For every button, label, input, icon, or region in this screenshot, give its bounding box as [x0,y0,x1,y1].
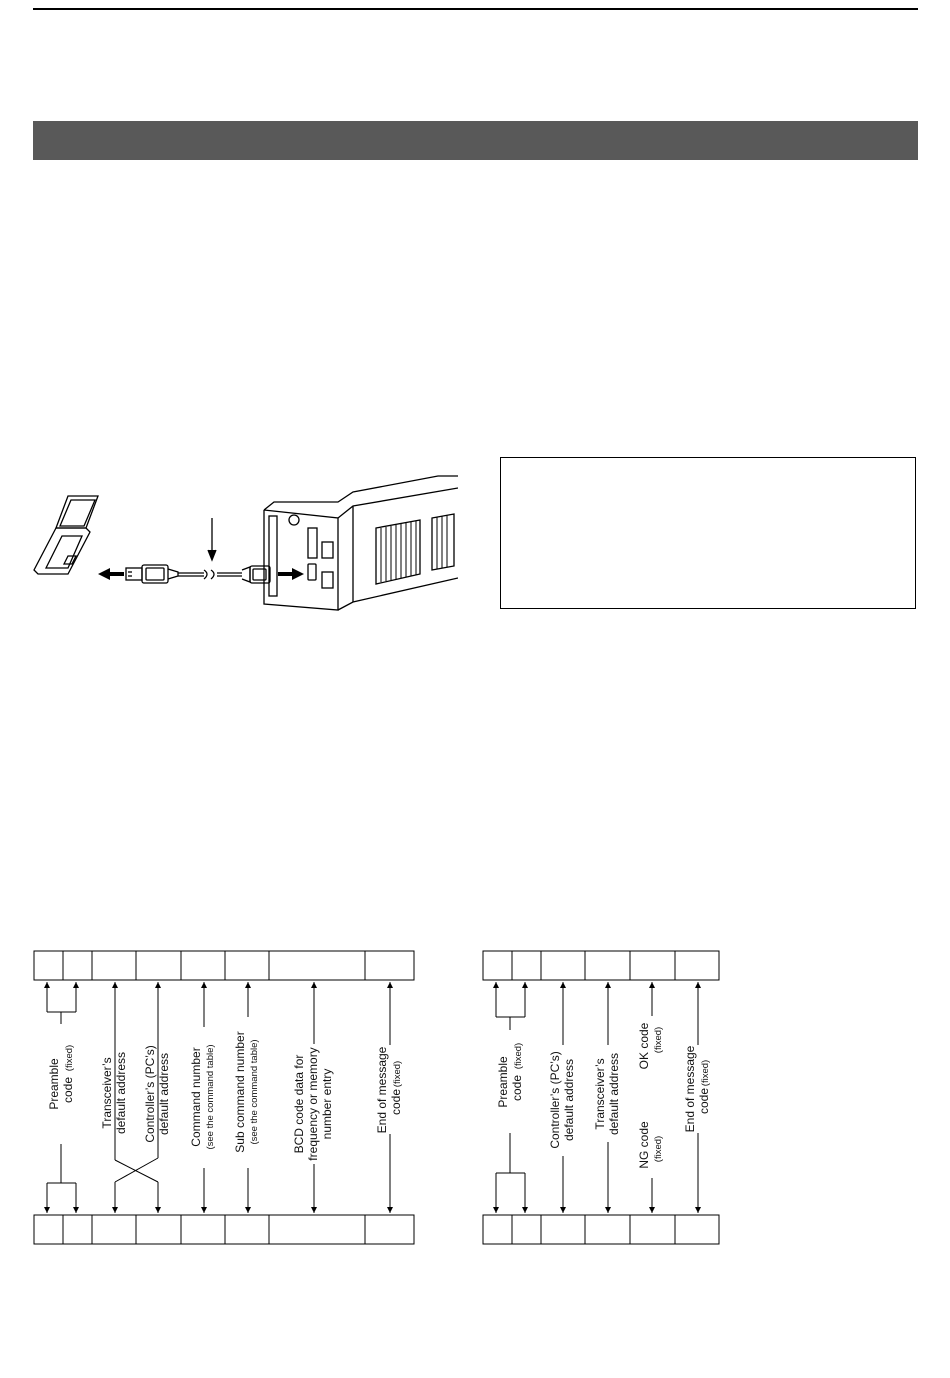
reply-end-of-message-line2: code [697,1088,711,1114]
usb-a-connector-icon [125,564,179,584]
preamble-label-line1: Preamble [47,1058,61,1110]
ng-code-line2: (fixed) [653,1136,664,1162]
controller-address-line1: Controller’s (PC’s) [143,1045,157,1142]
ok-code-line2: (fixed) [653,1027,664,1053]
controller-address-label: Controller’s (PC’s) default address [143,1045,171,1142]
transceiver-address-line2: default address [114,1052,128,1134]
end-of-message-line2: code [389,1089,403,1115]
reply-end-of-message-note: (fixed) [700,1060,711,1086]
end-of-message-line1: End of message [375,1046,389,1133]
reply-frame-bottom [482,1214,720,1245]
end-of-message-label: End of message code (fixed) [375,1046,403,1133]
command-number-line2: (see the command table) [205,1044,216,1149]
command-frame-top [33,950,415,981]
reply-end-of-message-label: End of message code (fixed) [683,1045,711,1132]
command-number-label: Command number (see the command table) [189,1044,216,1149]
bcd-data-line2: frequency or memory [306,1047,320,1160]
usb-cable [178,518,242,580]
top-rule [33,8,918,10]
pc-connection-illustration [33,475,458,611]
reply-transceiver-address-line2: default address [607,1053,621,1135]
reply-preamble-line2: code [510,1075,524,1101]
end-of-message-note: (fixed) [392,1061,403,1087]
controller-to-transceiver-format [33,950,415,1245]
bcd-data-label: BCD code data for frequency or memory nu… [292,1047,334,1160]
reply-controller-address-line1: Controller’s (PC’s) [548,1051,562,1148]
reply-preamble-line1: Preamble [496,1056,510,1108]
laptop-icon [33,495,99,575]
reply-frame-top [482,950,720,981]
preamble-label: Preamble code (fixed) [47,1045,75,1110]
transceiver-to-controller-format [482,950,720,1245]
command-number-line1: Command number [189,1047,203,1146]
transceiver-address-label: Transceiver’s default address [100,1052,128,1134]
reply-preamble-note: (fixed) [513,1043,524,1069]
note-box [500,457,916,609]
sub-command-number-line2: (see the command table) [249,1039,260,1144]
section-header-bar [33,121,918,160]
command-frame-bottom [33,1214,415,1245]
bcd-data-line1: BCD code data for [292,1055,306,1154]
ng-code-line1: NG code [637,1121,651,1169]
sub-command-number-line1: Sub command number [233,1031,247,1152]
bcd-data-line3: number entry [320,1069,334,1140]
preamble-label-line2: code [61,1077,75,1103]
reply-transceiver-address-line1: Transceiver’s [593,1058,607,1129]
ok-code-line1: OK code [637,1022,651,1069]
transceiver-icon [263,475,458,611]
transceiver-address-line1: Transceiver’s [100,1057,114,1128]
controller-address-line2: default address [157,1053,171,1135]
reply-transceiver-address-label: Transceiver’s default address [593,1053,621,1135]
ok-code-label: OK code (fixed) [637,1022,664,1069]
reply-preamble-label: Preamble code (fixed) [496,1043,524,1108]
usb-mini-connector-icon [241,565,271,584]
sub-command-number-label: Sub command number (see the command tabl… [233,1031,260,1152]
reply-controller-address-line2: default address [562,1059,576,1141]
preamble-label-note: (fixed) [64,1045,75,1071]
arrow-right-icon [278,568,304,580]
ng-code-label: NG code (fixed) [637,1121,664,1169]
reply-end-of-message-line1: End of message [683,1045,697,1132]
arrow-left-icon [98,568,124,580]
reply-controller-address-label: Controller’s (PC’s) default address [548,1051,576,1148]
